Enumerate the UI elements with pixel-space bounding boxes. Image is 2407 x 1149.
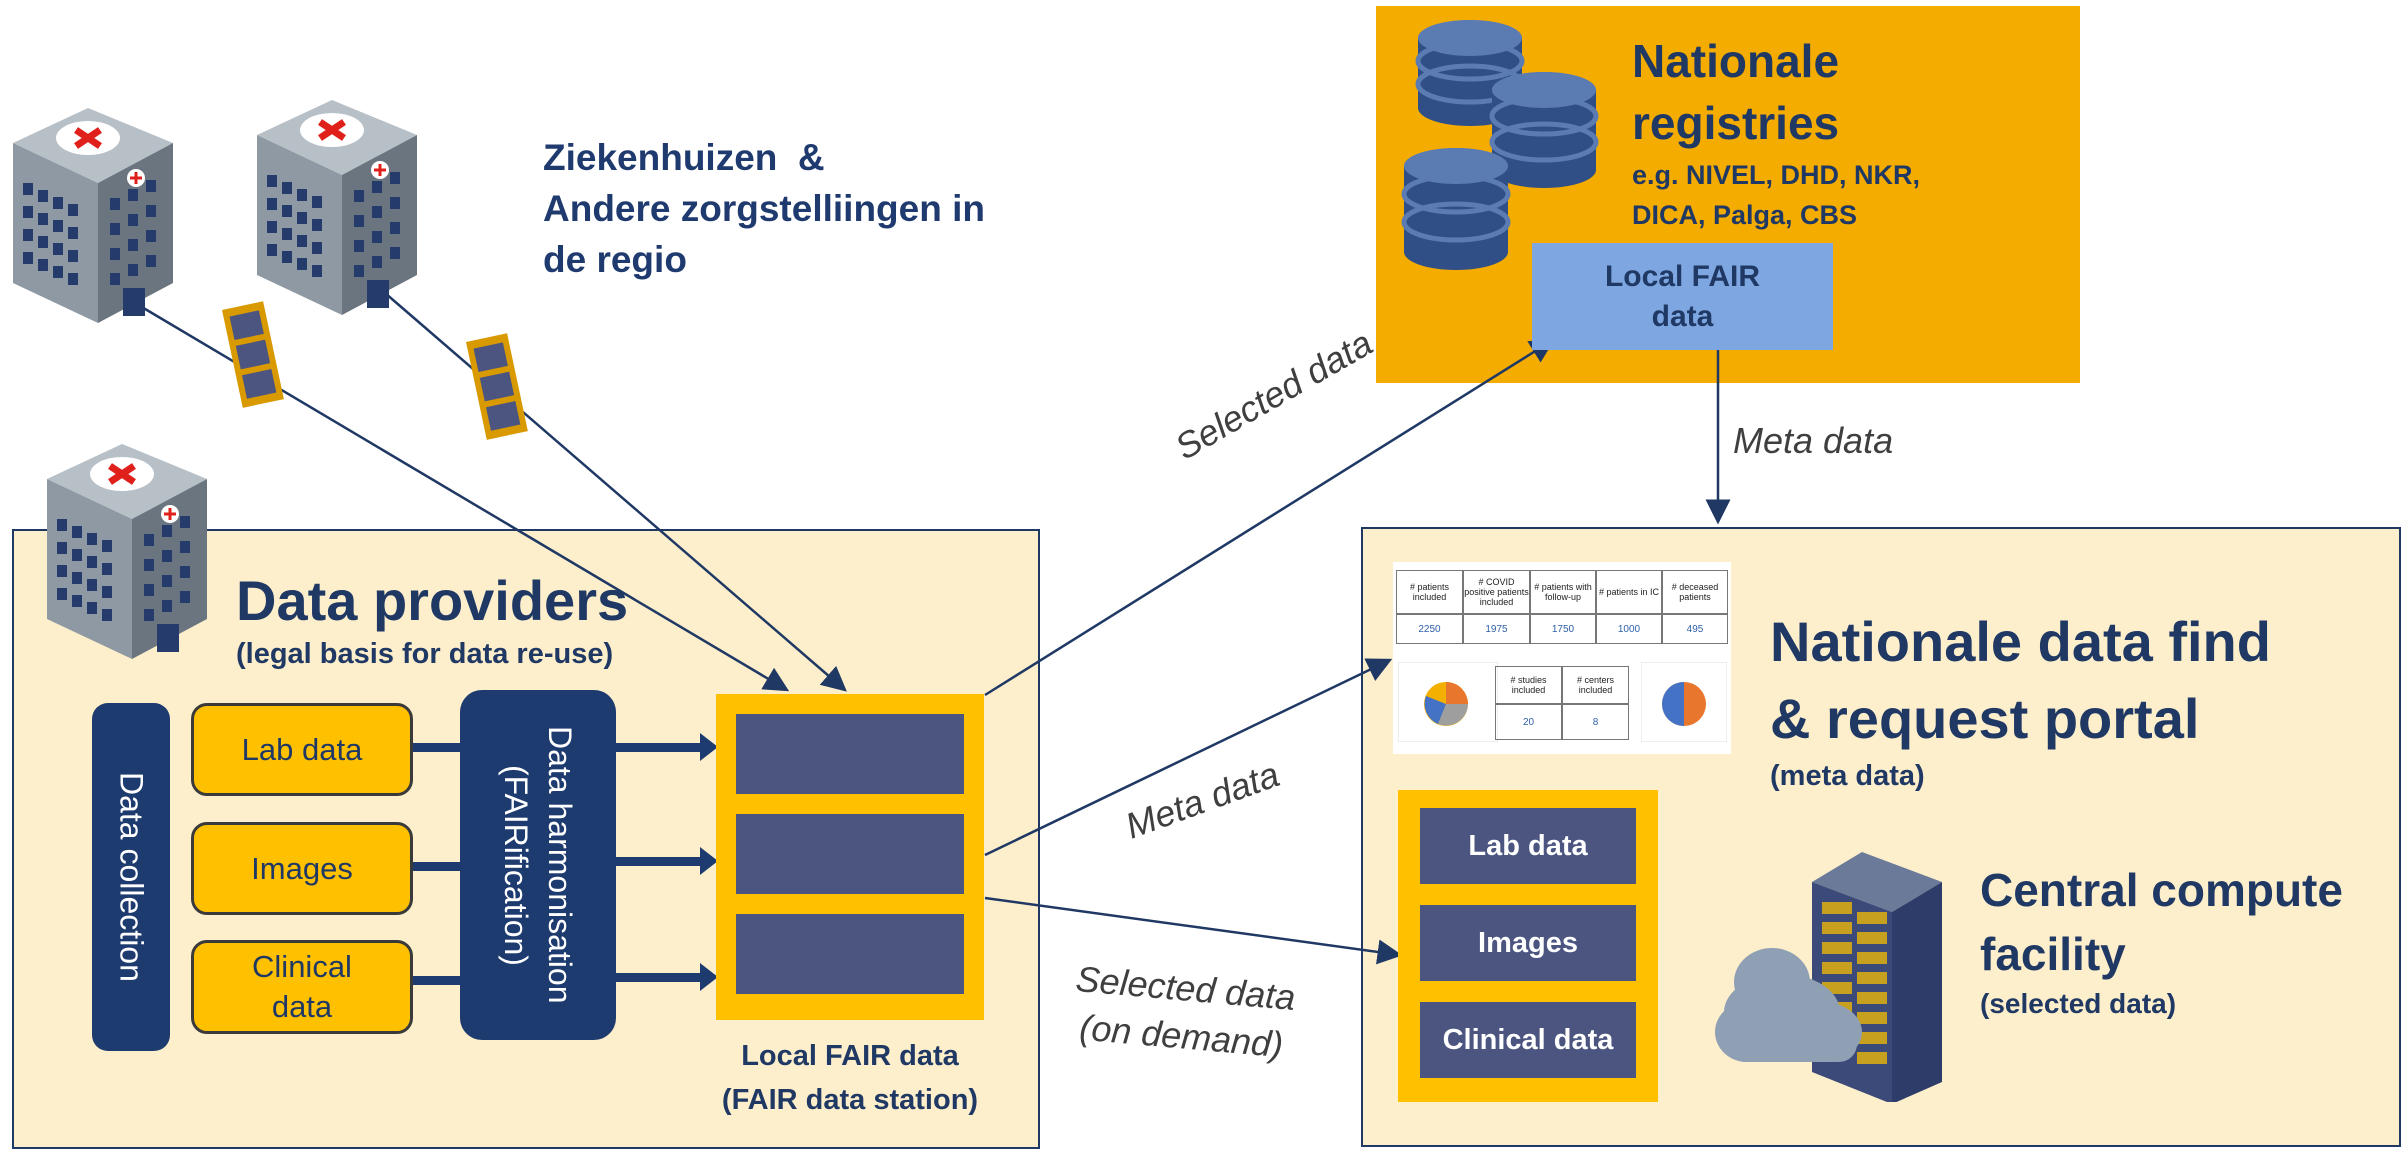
data-collection-bar: Data collection xyxy=(92,703,170,1051)
harm-arrow-3 xyxy=(615,973,705,982)
cloud-server-icon xyxy=(1715,852,1942,1102)
station-slot-3 xyxy=(736,914,964,994)
images-box: Images xyxy=(191,822,413,915)
stats-header-4: # patients in IC xyxy=(1596,570,1662,614)
compute-data-panel: Lab data Images Clinical data xyxy=(1398,790,1658,1102)
registries-examples-line2: DICA, Palga, CBS xyxy=(1632,200,1858,230)
portal-subtitle: (meta data) xyxy=(1770,760,1925,792)
portal-title: Nationale data find & request portal xyxy=(1770,603,2271,757)
data-module-icon-1 xyxy=(222,301,284,408)
stats-table: # patients included # COVID positive pat… xyxy=(1396,570,1728,644)
compute-title-line2: facility xyxy=(1980,928,2126,980)
stats-header-1: # patients included xyxy=(1396,570,1463,614)
data-collection-label: Data collection xyxy=(113,772,150,982)
compute-images: Images xyxy=(1420,905,1636,981)
pie-chart-icon-1 xyxy=(1398,662,1498,742)
providers-title: Data providers xyxy=(236,569,629,632)
mini-header-1: # studies included xyxy=(1495,666,1562,704)
compute-lab-data: Lab data xyxy=(1420,808,1636,884)
hospital-icon-1 xyxy=(13,108,173,323)
lab-data-box: Lab data xyxy=(191,703,413,796)
meta-data-top-label: Meta data xyxy=(1733,420,1894,461)
station-caption: Local FAIR data (FAIR data station) xyxy=(700,1034,1000,1122)
station-caption-line1: Local FAIR data xyxy=(741,1040,959,1072)
mini-value-1: 20 xyxy=(1495,704,1562,740)
on-demand-label: Selected data (on demand) xyxy=(1070,955,1298,1070)
compute-title-line1: Central compute xyxy=(1980,864,2343,916)
lab-data-label: Lab data xyxy=(241,731,363,767)
mini-header-2: # centers included xyxy=(1562,666,1629,704)
data-harmonisation-line1: Data harmonisation xyxy=(542,726,578,1004)
portal-title-line2: & request portal xyxy=(1770,687,2200,750)
data-harmonisation-bar: Data harmonisation (FAIRification) xyxy=(460,690,616,1040)
compute-clinical-data: Clinical data xyxy=(1420,1002,1636,1078)
mini-value-2: 8 xyxy=(1562,704,1629,740)
stats-header-3: # patients with follow-up xyxy=(1530,570,1596,614)
hospitals-caption-line1: Ziekenhuizen & xyxy=(543,137,825,178)
registries-examples-line1: e.g. NIVEL, DHD, NKR, xyxy=(1632,160,1921,190)
compute-images-label: Images xyxy=(1478,926,1578,959)
hospitals-caption-line2: Andere zorgstelliingen in xyxy=(543,188,985,229)
pie-chart-icon-2 xyxy=(1641,662,1727,742)
hospital-icon-3 xyxy=(47,444,207,659)
hospitals-caption-line3: de regio xyxy=(543,239,687,280)
registries-title-line2: registries xyxy=(1632,97,1840,149)
images-connector xyxy=(412,862,462,871)
station-slot-1 xyxy=(736,714,964,794)
registries-examples: e.g. NIVEL, DHD, NKR, DICA, Palga, CBS xyxy=(1632,155,1920,235)
compute-clinical-data-label: Clinical data xyxy=(1442,1023,1614,1056)
compute-subtitle: (selected data) xyxy=(1980,988,2177,1019)
data-module-icon-2 xyxy=(466,333,528,440)
registry-local-fair-box: Local FAIR data xyxy=(1532,243,1833,350)
stats-value-1: 2250 xyxy=(1396,614,1463,644)
selected-data-arrow xyxy=(984,338,1556,697)
hospitals-caption: Ziekenhuizen & Andere zorgstelliingen in… xyxy=(543,132,985,285)
clinical-connector xyxy=(412,976,462,985)
on-demand-arrow xyxy=(984,896,1403,965)
station-slot-2 xyxy=(736,814,964,894)
hospital2-link xyxy=(384,292,847,692)
compute-title: Central compute facility xyxy=(1980,858,2343,986)
data-harmonisation-line2: (FAIRification) xyxy=(498,764,534,966)
data-harmonisation-text: Data harmonisation (FAIRification) xyxy=(494,726,582,1003)
registry-local-fair-line2: data xyxy=(1651,299,1714,333)
meta-data-arrow xyxy=(984,658,1393,857)
registry-local-fair-line1: Local FAIR xyxy=(1604,259,1761,293)
registries-title: Nationale registries xyxy=(1632,30,1839,154)
portal-dashboard-thumbnail: # patients included # COVID positive pat… xyxy=(1393,562,1731,754)
mini-table: # studies included # centers included 20… xyxy=(1495,666,1629,740)
harm-arrow-2 xyxy=(615,857,705,866)
registries-title-line1: Nationale xyxy=(1632,35,1840,87)
portal-title-line1: Nationale data find xyxy=(1770,610,2271,673)
stats-header-5: # deceased patients xyxy=(1662,570,1728,614)
stats-value-5: 495 xyxy=(1662,614,1728,644)
stats-value-4: 1000 xyxy=(1596,614,1662,644)
images-label: Images xyxy=(251,850,353,886)
harm-arrow-1 xyxy=(615,743,705,752)
stats-value-3: 1750 xyxy=(1530,614,1596,644)
station-caption-line2: (FAIR data station) xyxy=(721,1084,979,1116)
stats-value-2: 1975 xyxy=(1463,614,1530,644)
clinical-data-box: Clinical data xyxy=(191,940,413,1034)
database-icon xyxy=(1401,20,1599,270)
fair-data-station xyxy=(716,694,984,1020)
hospital-icon-2 xyxy=(257,100,417,315)
clinical-data-label: Clinical data xyxy=(252,949,352,1024)
providers-subtitle: (legal basis for data re-use) xyxy=(236,638,614,670)
stats-header-2: # COVID positive patients included xyxy=(1463,570,1530,614)
lab-connector xyxy=(412,743,462,752)
compute-lab-data-label: Lab data xyxy=(1468,829,1588,862)
